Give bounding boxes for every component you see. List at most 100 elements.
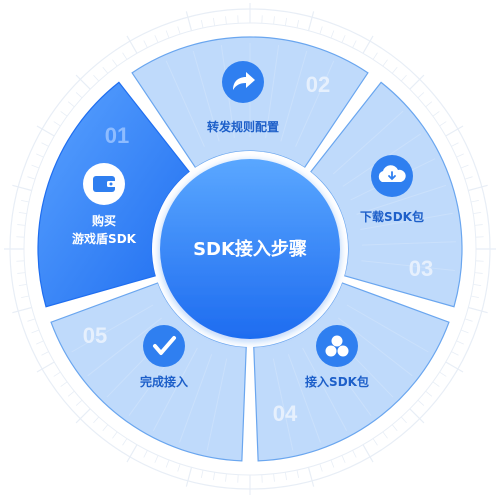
ring-tick <box>67 101 75 108</box>
step-05-label: 完成接入 <box>140 374 188 389</box>
ring-tick <box>75 92 83 99</box>
ring-tick <box>126 444 138 463</box>
ring-tick <box>432 111 440 117</box>
ring-tick <box>473 283 482 287</box>
ring-tick <box>126 35 138 54</box>
ring-tick <box>391 66 398 74</box>
ring-tick <box>296 20 300 29</box>
ring-tick <box>473 211 482 215</box>
ring-tick <box>439 121 447 127</box>
ring-tick <box>273 473 275 482</box>
center-hub: SDK接入步骤 <box>152 151 348 347</box>
ring-tick <box>143 450 148 458</box>
cloud-download-icon <box>371 155 413 197</box>
ring-tick <box>330 30 335 39</box>
segment-stripe <box>356 184 447 215</box>
ring-tick <box>474 272 483 274</box>
ring-tick <box>112 59 118 67</box>
ring-tick <box>464 176 473 180</box>
ring-tick <box>17 224 26 226</box>
ring-tick <box>36 153 44 158</box>
ring-tick <box>53 121 61 127</box>
ring-tick <box>296 469 300 478</box>
check-mark <box>153 336 176 355</box>
cube-right <box>337 345 349 357</box>
ring-tick <box>341 455 346 463</box>
ring-tick <box>154 35 159 43</box>
step-04-number: 04 <box>273 401 298 426</box>
ring-tick <box>451 351 459 356</box>
ring-tick <box>400 416 407 424</box>
ring-tick <box>225 473 227 482</box>
ring-tick <box>102 66 109 74</box>
ring-tick <box>122 52 128 60</box>
step-01-label-line2: 游戏盾SDK <box>72 231 137 246</box>
step-01-label: 购买 <box>92 213 116 228</box>
step-03-label: 下载SDK包 <box>360 209 424 224</box>
segment-stripe <box>192 50 220 142</box>
ring-tick <box>165 459 170 468</box>
ring-tick <box>75 74 91 90</box>
segment-stripe <box>337 317 413 377</box>
segment-stripe <box>152 347 198 432</box>
step-05[interactable]: 05 完成接入 <box>50 282 247 462</box>
ring-tick <box>177 26 181 35</box>
ring-tick <box>21 199 30 203</box>
ring-tick <box>400 74 407 82</box>
segment-stripe <box>361 260 455 272</box>
step-02-number: 02 <box>306 72 330 97</box>
ring-tick <box>93 416 100 424</box>
step-03-number: 03 <box>409 256 433 281</box>
ring-tick <box>21 295 30 299</box>
segment-stripe <box>360 212 453 231</box>
segment-stripe <box>87 317 163 377</box>
ring-tick <box>143 40 148 48</box>
step-01-number: 01 <box>105 123 129 148</box>
ring-tick <box>177 463 181 472</box>
ring-tick <box>41 142 49 147</box>
segment-stripe <box>179 354 213 443</box>
ring-tick <box>372 52 378 60</box>
ring-tick <box>75 399 83 406</box>
ring-tick <box>372 438 378 446</box>
segment-stripe <box>265 44 280 139</box>
ring-tick <box>468 184 488 192</box>
segment-stripe <box>287 354 321 443</box>
decorative-rings <box>4 3 496 495</box>
segment-stripe <box>361 241 456 246</box>
ring-tick <box>456 153 464 158</box>
ring-tick <box>36 340 44 345</box>
step-05-number: 05 <box>83 323 107 348</box>
ring-tick <box>425 390 433 397</box>
ring-tick <box>185 11 193 31</box>
cubes-icon <box>316 325 358 367</box>
ring-tick <box>273 16 275 25</box>
wallet-body <box>93 176 115 192</box>
ring-tick <box>12 184 32 192</box>
ring-tick <box>75 408 91 424</box>
ring-tick <box>36 361 55 373</box>
segment-stripe <box>206 358 228 451</box>
ring-tick <box>31 329 40 334</box>
step-05-segment[interactable] <box>50 282 247 462</box>
ring-tick <box>352 450 357 458</box>
ring-tick <box>319 463 323 472</box>
segment-stripe <box>280 50 308 142</box>
ring-tick <box>60 381 68 387</box>
ring-tick <box>382 431 388 439</box>
ring-tick <box>41 351 49 356</box>
ring-tick <box>417 92 425 99</box>
step-03[interactable]: 03 下载SDK包 <box>309 81 463 308</box>
ring-tick <box>470 295 479 299</box>
ring-tick <box>225 16 227 25</box>
ring-tick <box>391 424 398 432</box>
ring-tick <box>27 176 36 180</box>
step-02-label: 转发规则配置 <box>207 119 279 134</box>
ring-tick <box>464 318 473 322</box>
segment-stripe <box>295 60 335 147</box>
ring-tick <box>36 125 55 137</box>
